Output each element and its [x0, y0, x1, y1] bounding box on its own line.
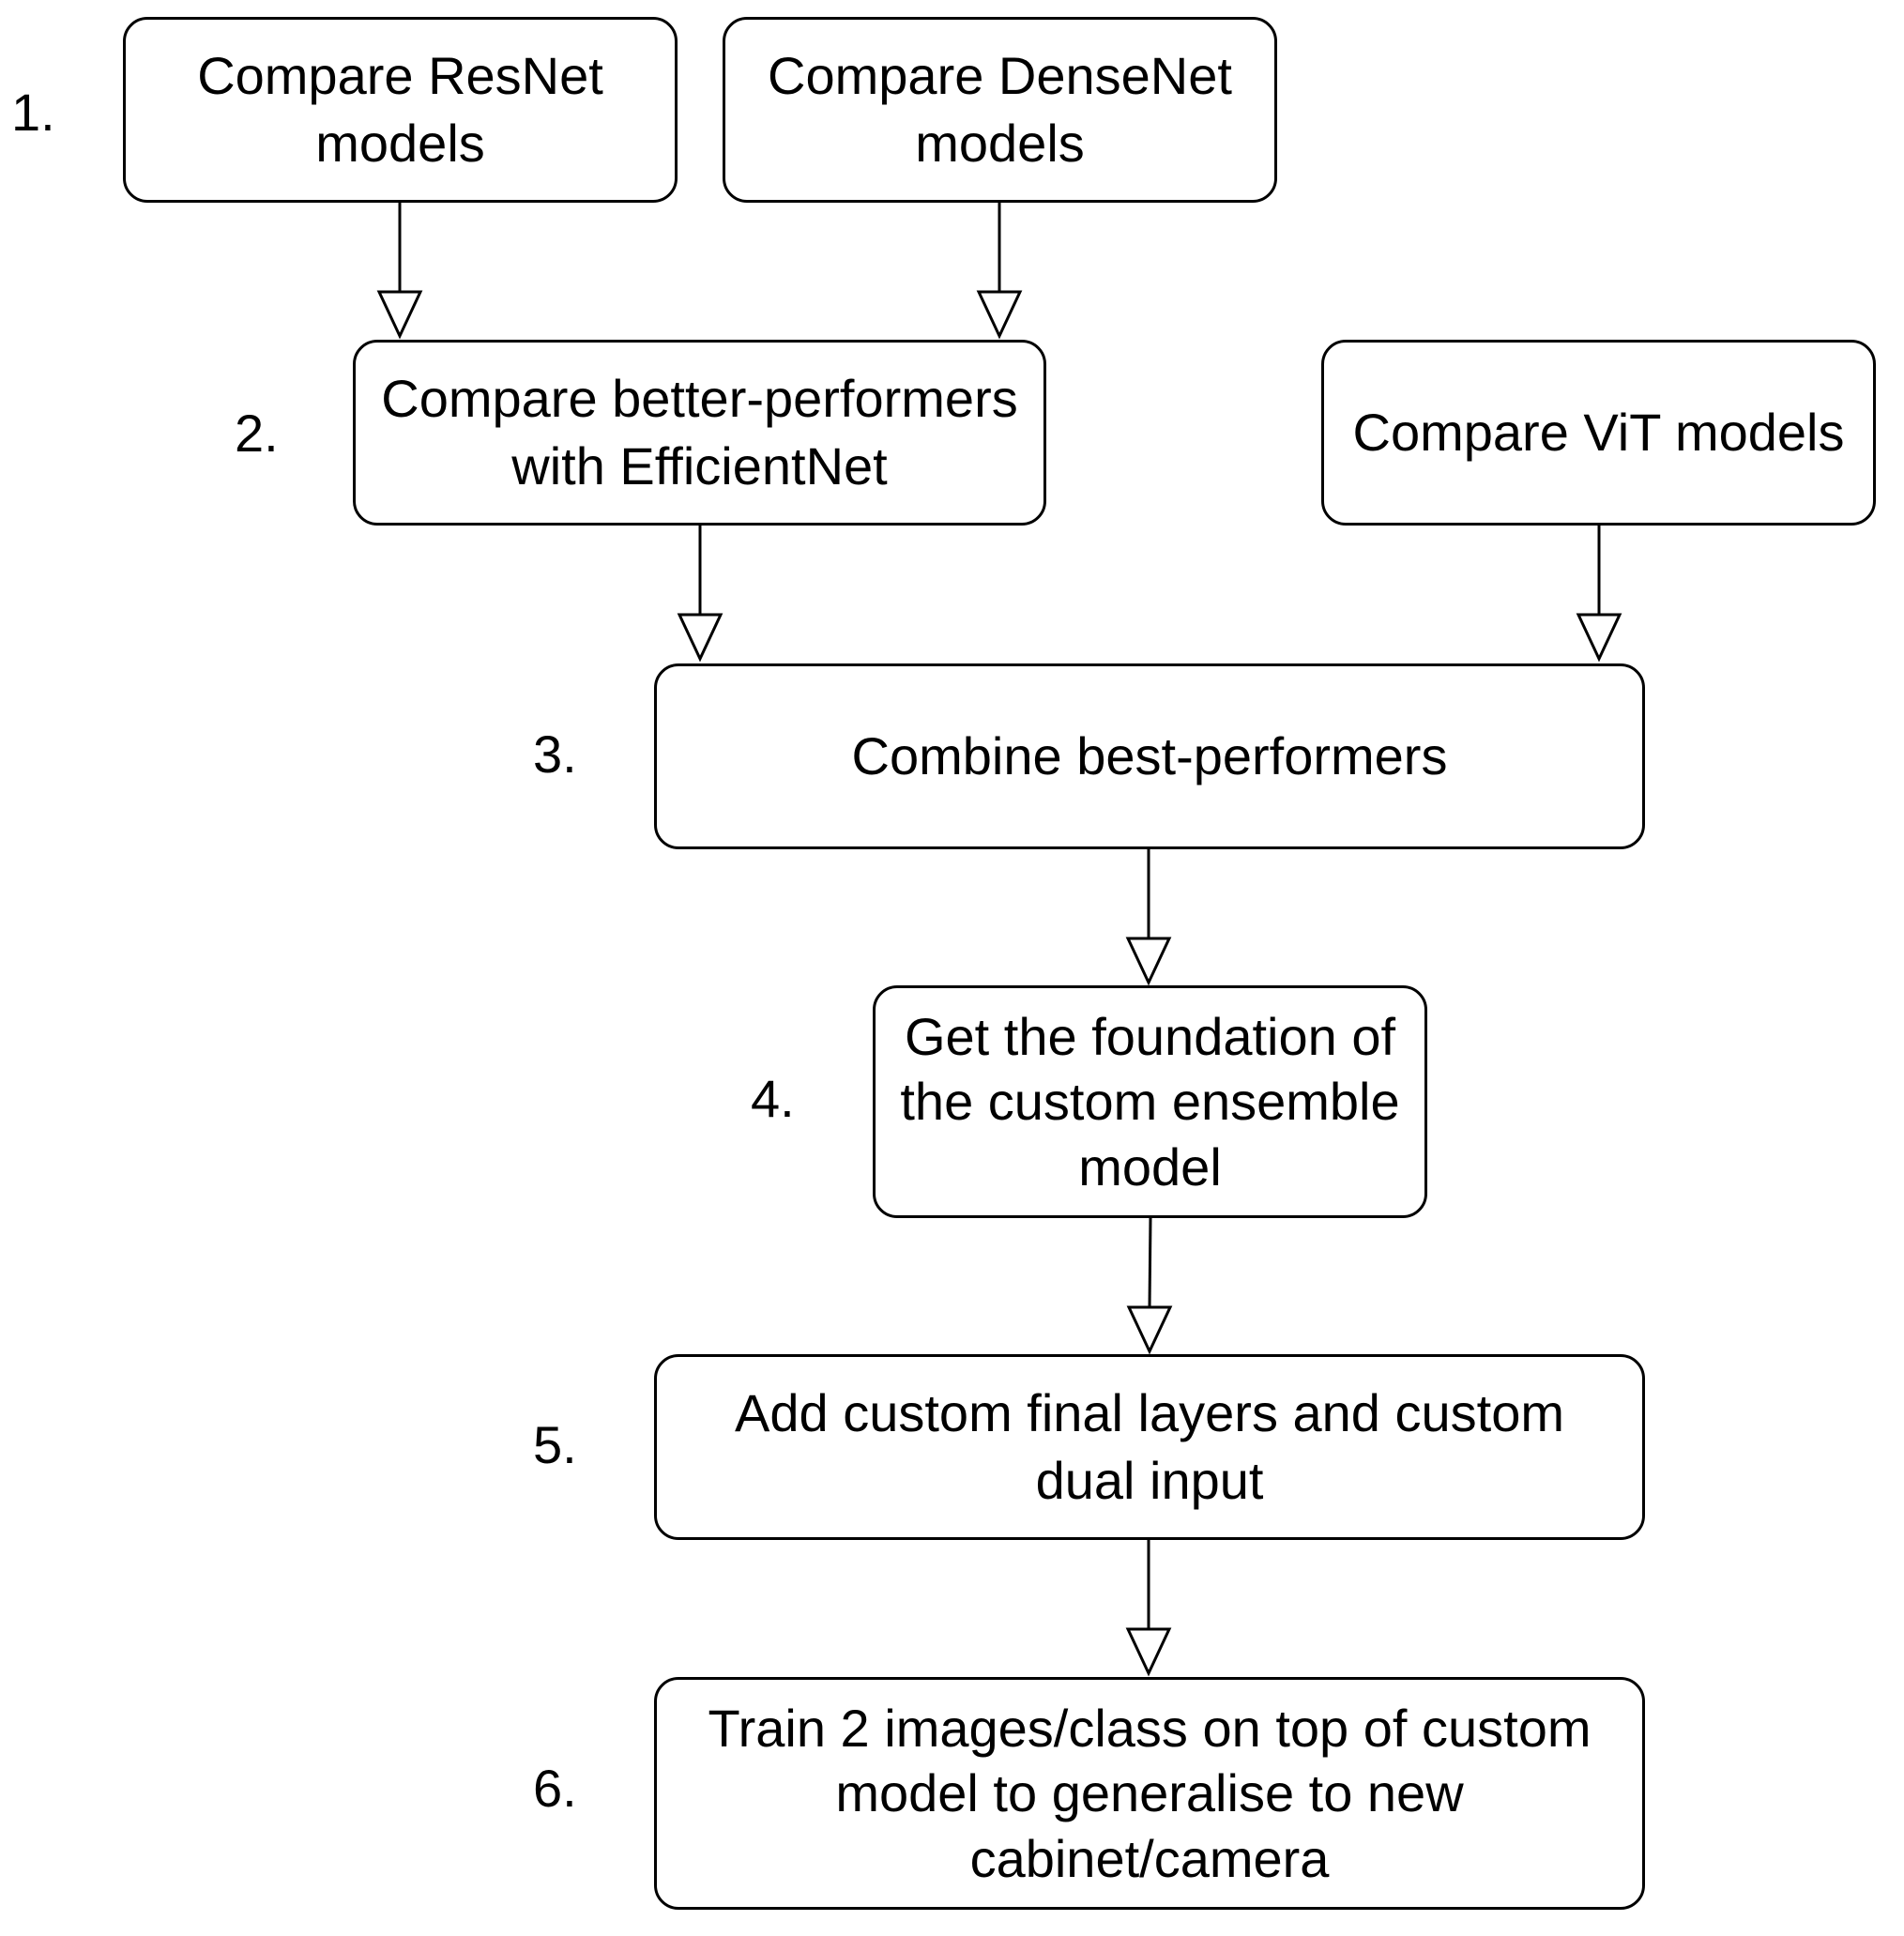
node-train-two-images: Train 2 images/class on top of custom mo…	[654, 1677, 1645, 1910]
step-number-3: 3.	[533, 724, 577, 784]
arrow-densenet-to-efficientnet	[976, 203, 1023, 340]
node-compare-efficientnet-label: Compare better-performers with Efficient…	[381, 369, 1018, 495]
node-compare-resnet-label: Compare ResNet models	[197, 46, 603, 173]
arrow-foundation-to-final-layers	[1126, 1217, 1173, 1355]
step-number-4: 4.	[751, 1069, 795, 1128]
step-number-6: 6.	[533, 1759, 577, 1818]
arrow-resnet-to-efficientnet	[376, 203, 423, 340]
node-compare-densenet-label: Compare DenseNet models	[768, 46, 1232, 173]
step-number-2: 2.	[235, 404, 279, 463]
arrow-efficientnet-to-combine	[677, 526, 724, 663]
node-compare-efficientnet: Compare better-performers with Efficient…	[353, 340, 1046, 526]
node-combine-best-performers: Combine best-performers	[654, 663, 1645, 849]
node-compare-densenet: Compare DenseNet models	[723, 17, 1277, 203]
arrow-combine-to-foundation	[1125, 849, 1172, 986]
node-add-final-layers: Add custom final layers and custom dual …	[654, 1354, 1645, 1540]
node-final-layers-label: Add custom final layers and custom dual …	[735, 1383, 1564, 1510]
node-compare-vit: Compare ViT models	[1321, 340, 1876, 526]
node-train-label: Train 2 images/class on top of custom mo…	[708, 1698, 1592, 1888]
node-get-foundation: Get the foundation of the custom ensembl…	[873, 985, 1427, 1218]
arrow-final-layers-to-train	[1125, 1540, 1172, 1677]
step-number-1: 1.	[11, 83, 55, 142]
node-combine-label: Combine best-performers	[851, 726, 1448, 786]
node-foundation-label: Get the foundation of the custom ensembl…	[900, 1006, 1400, 1197]
step-number-5: 5.	[533, 1415, 577, 1474]
node-compare-resnet: Compare ResNet models	[123, 17, 678, 203]
node-compare-vit-label: Compare ViT models	[1352, 403, 1845, 463]
arrow-vit-to-combine	[1576, 526, 1622, 663]
